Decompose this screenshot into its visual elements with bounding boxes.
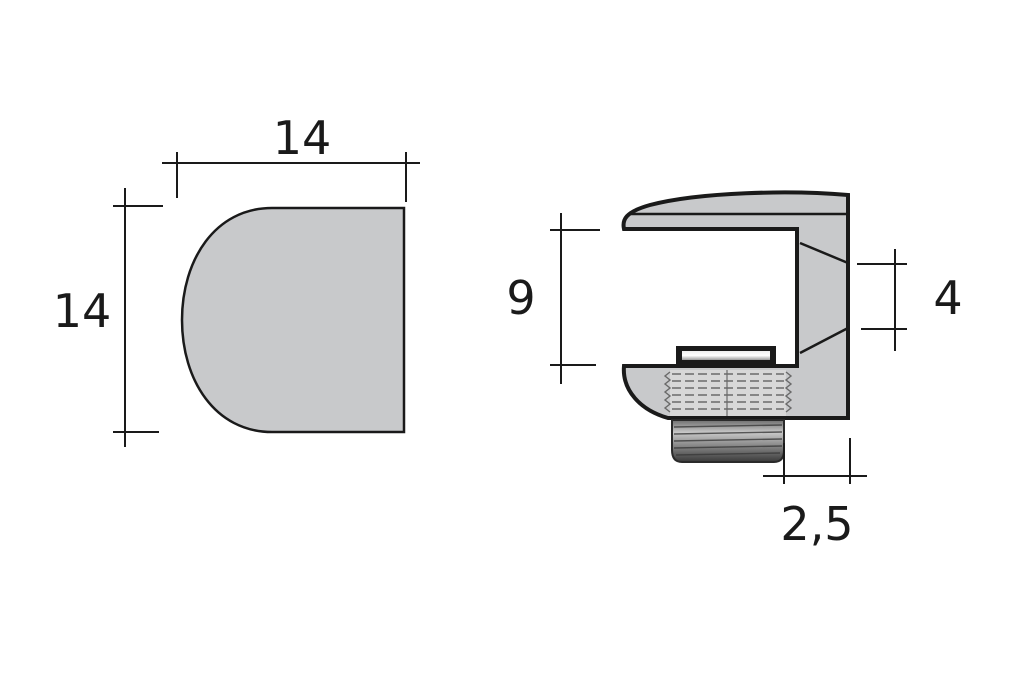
hole-label: 4 — [933, 271, 962, 325]
hole-taper-top — [799, 241, 849, 265]
hole-taper-bottom — [799, 326, 849, 355]
shelf-slot — [624, 231, 795, 364]
front-width-label: 14 — [273, 111, 332, 165]
slot-height-label: 9 — [506, 271, 535, 325]
grub-screw-pad — [676, 346, 776, 366]
external-screw — [671, 419, 785, 463]
offset-dimension: 2,5 — [763, 438, 867, 551]
front-height-label: 14 — [53, 284, 112, 338]
slot-height-dimension: 9 — [506, 213, 600, 384]
front-view-body — [180, 206, 406, 434]
internal-thread — [663, 370, 793, 416]
offset-label: 2,5 — [780, 497, 853, 551]
front-view: 14 14 — [53, 111, 420, 447]
front-height-dimension: 14 — [53, 188, 163, 447]
hole-dimension: 4 — [857, 249, 963, 351]
side-view: 9 4 2,5 — [506, 190, 963, 551]
front-width-dimension: 14 — [162, 111, 420, 202]
